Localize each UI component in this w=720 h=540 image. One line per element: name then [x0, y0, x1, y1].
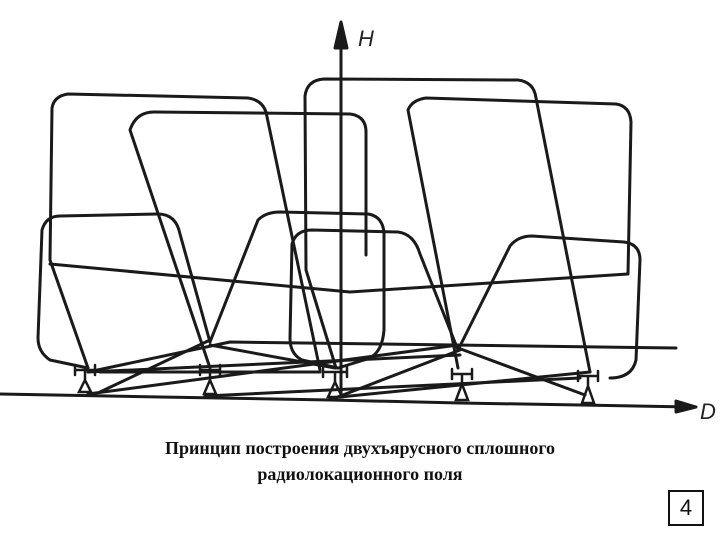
axis-d-arrow: [674, 399, 698, 414]
beam-6: [328, 370, 592, 400]
beam-5: [203, 376, 582, 398]
beam-4: [86, 340, 678, 374]
axis-h-label: H: [358, 26, 374, 51]
axis-d-label: D: [700, 399, 716, 424]
slide-number-badge: 4: [668, 490, 704, 526]
lower-lobe-3: [288, 228, 460, 370]
beam-8: [456, 346, 587, 397]
caption-line-1: Принцип построения двухъярусного сплошно…: [164, 438, 556, 458]
radar-station-4: [450, 367, 474, 402]
caption-line-2: радиолокационного поля: [257, 464, 463, 484]
beam-3: [86, 343, 460, 396]
upper-lobe-3: [303, 77, 592, 374]
axis-h-arrow: [333, 20, 349, 50]
beam-7: [208, 343, 337, 370]
radar-field-diagram: H D: [0, 20, 716, 424]
beam-10: [98, 338, 212, 394]
radar-station-3: [321, 365, 349, 399]
upper-lobe-4: [48, 96, 633, 370]
lower-lobe-4: [456, 234, 642, 380]
upper-lobe-1: [48, 92, 322, 372]
upper-lobe-2: [128, 110, 368, 370]
lower-lobe-1: [36, 212, 212, 370]
radar-station-2: [198, 363, 222, 396]
axis-d-line: [0, 392, 692, 409]
radar-station-5: [576, 369, 600, 405]
radar-station-1: [73, 363, 97, 394]
beam-9: [328, 348, 462, 402]
lower-lobe-2: [208, 210, 386, 370]
